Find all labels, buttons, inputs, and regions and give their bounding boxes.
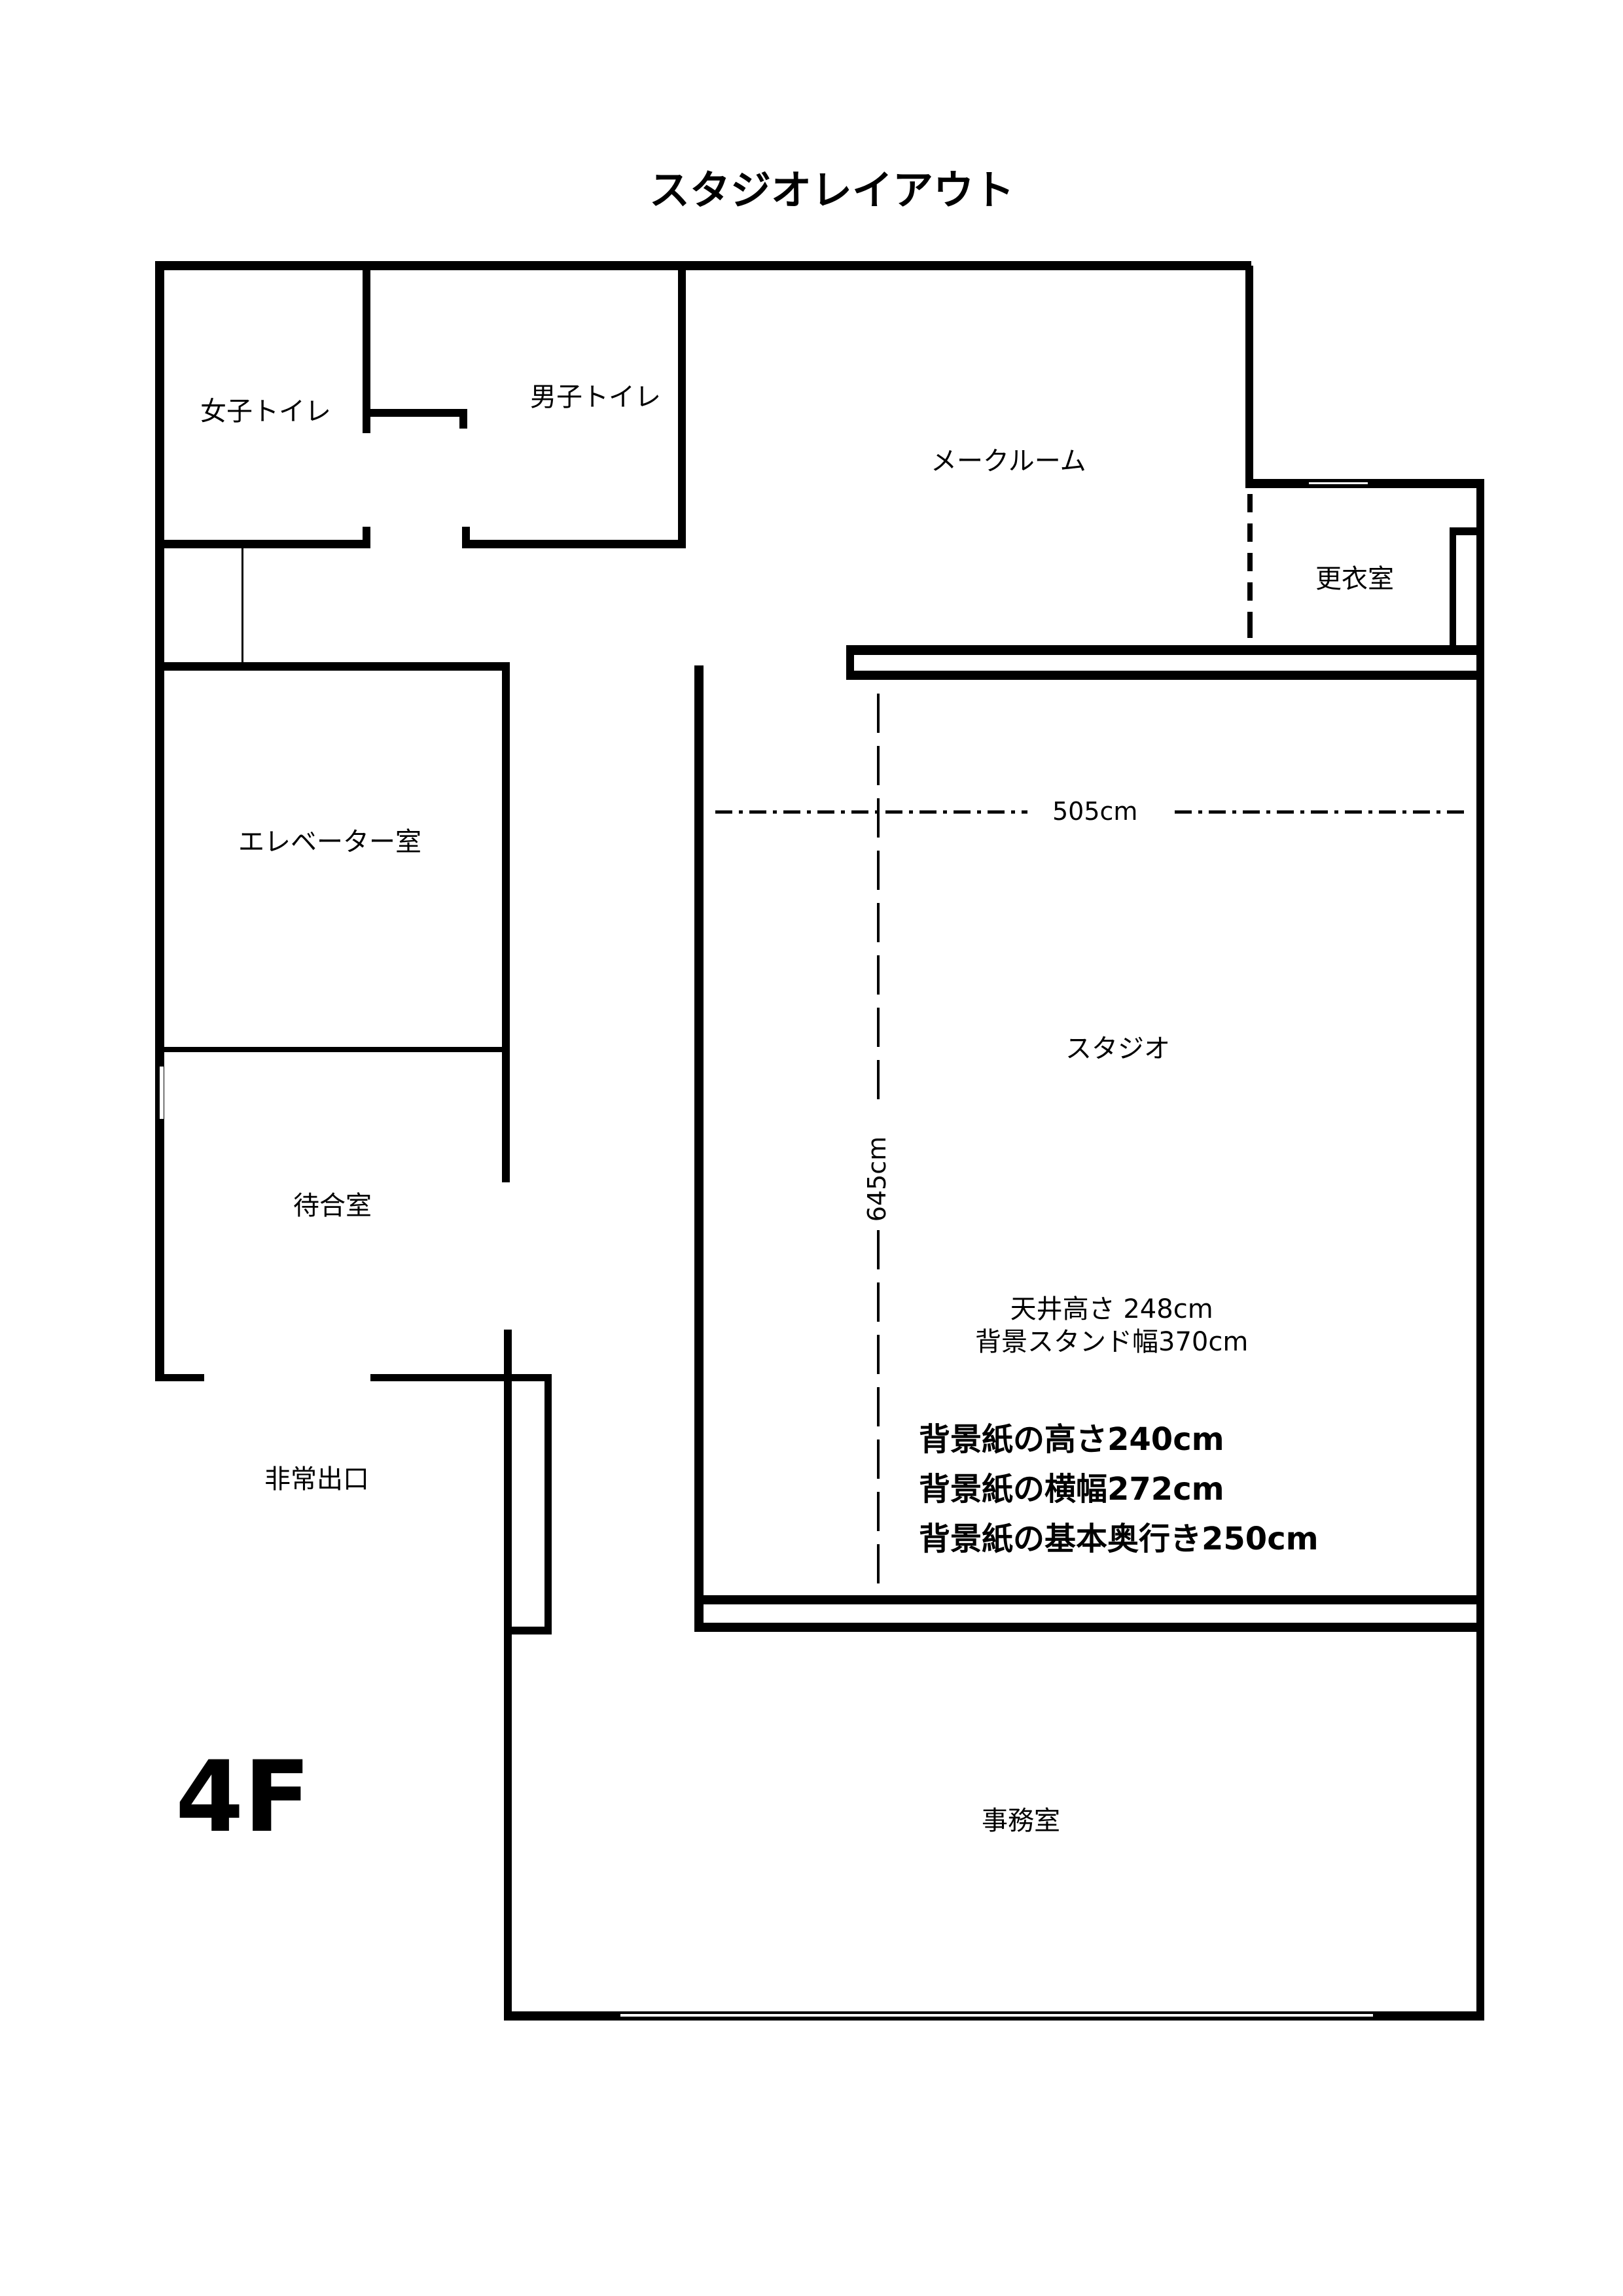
wall-studio-top [846,645,1484,655]
room-label-makeup-room: メークルーム [931,446,1086,476]
room-label-changing-room: 更衣室 [1315,564,1394,594]
wall-makeup-right [1245,266,1253,487]
room-label-elevator-room: エレベーター室 [238,827,421,857]
dimension-lines [715,694,1469,1590]
wall-corridor-left [504,1330,512,2018]
dimension-width: 505cm [1052,797,1138,826]
wall-studio-left [694,665,704,1632]
room-label-studio: スタジオ [1065,1034,1170,1064]
backdrop-width: 背景紙の横幅272cm [919,1471,1224,1508]
wall-right [1476,479,1484,2018]
backdrop-paper-info: 背景紙の高さ240cm 背景紙の横幅272cm 背景紙の基本奥行き250cm [919,1415,1319,1564]
room-label-womens-toilet: 女子トイレ [200,397,331,427]
studio-info: 天井高さ 248cm 背景スタンド幅370cm [975,1293,1248,1358]
room-label-emergency-exit: 非常出口 [264,1464,369,1494]
room-label-waiting-room: 待合室 [293,1191,372,1221]
wall-studio-bottom [700,1595,1484,1604]
dashed-boundary [1247,494,1253,638]
ceiling-height: 天井高さ 248cm [1010,1294,1213,1324]
wall-mens-right [678,266,686,548]
room-label-mens-toilet: 男子トイレ [530,382,661,412]
backdrop-depth: 背景紙の基本奥行き250cm [919,1521,1319,1557]
backdrop-height: 背景紙の高さ240cm [919,1421,1224,1458]
wall-left [155,261,164,1381]
dimension-depth: 645cm [863,1136,892,1222]
wall-toilet-divider [363,266,370,433]
room-label-office: 事務室 [982,1806,1060,1836]
backdrop-stand-width: 背景スタンド幅370cm [975,1327,1249,1357]
floor-label: 4F [175,1740,311,1854]
wall-elevator-right [502,662,510,1182]
page-title: スタジオレイアウト [649,166,1015,214]
wall-top [155,261,1251,270]
